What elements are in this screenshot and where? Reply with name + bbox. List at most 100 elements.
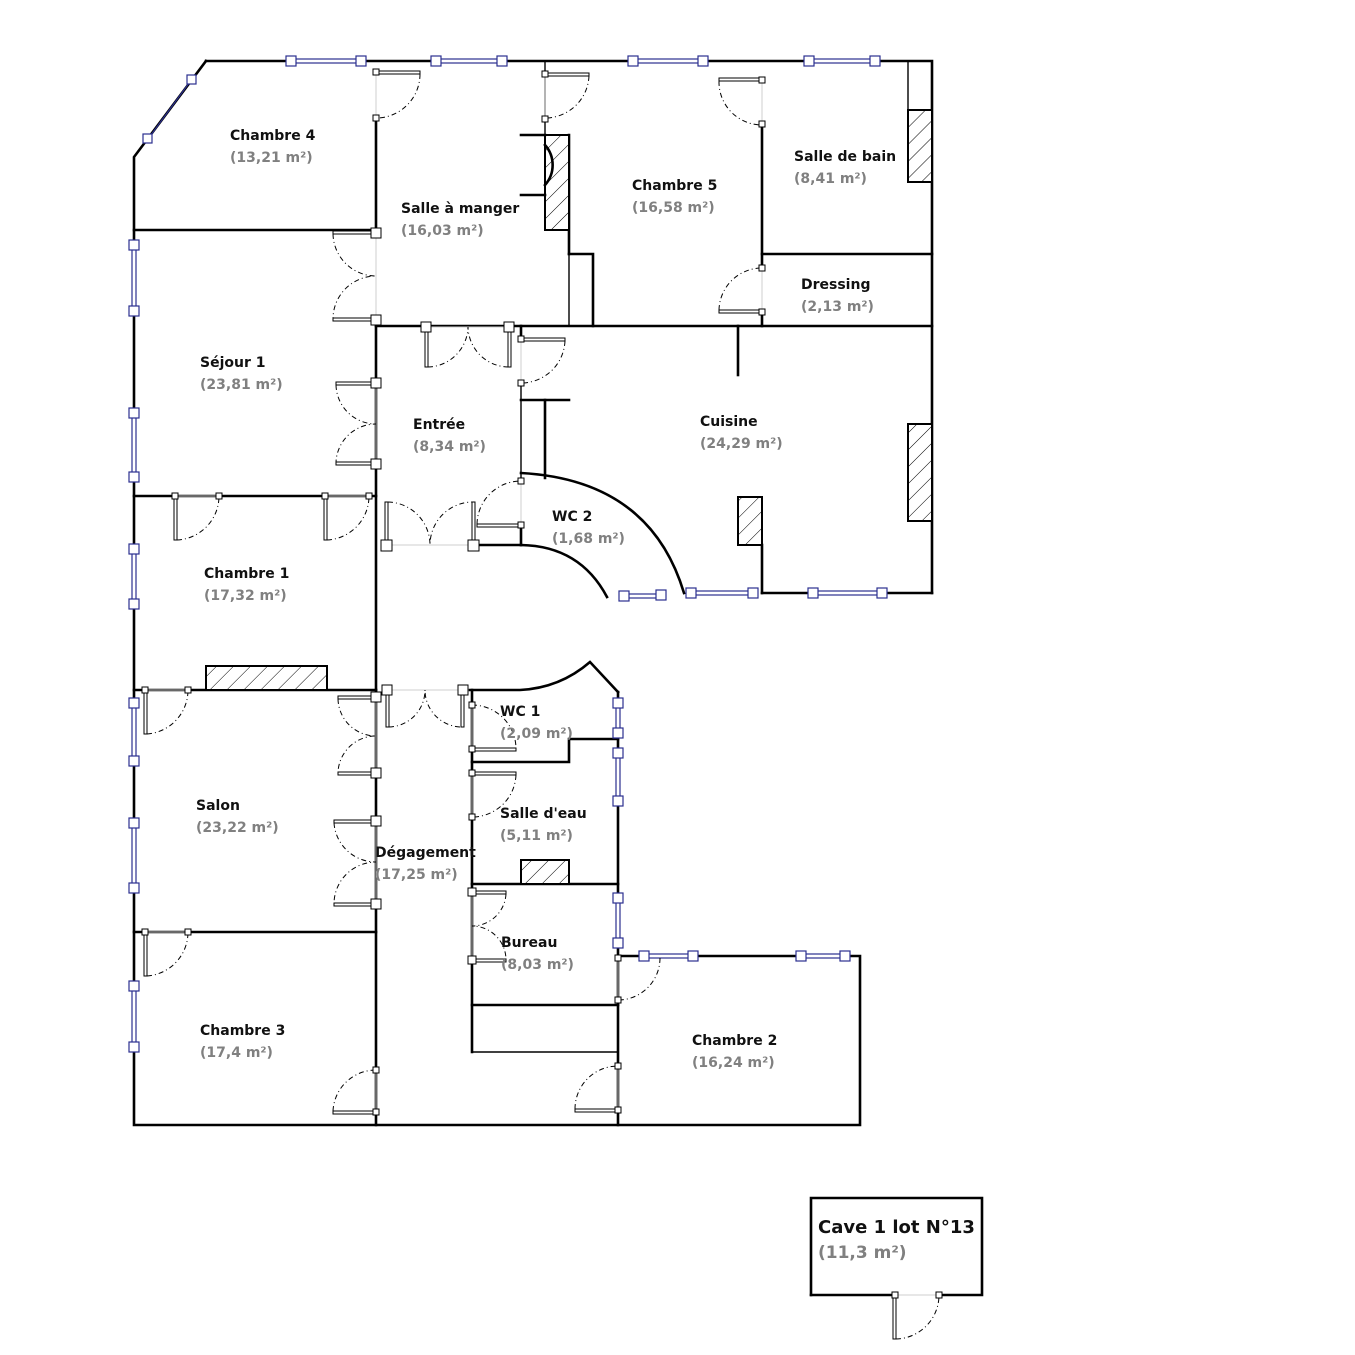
room-name: WC 2 [552, 509, 592, 525]
cave-outline [809, 1196, 984, 1340]
room-chambre-3: Chambre 3 (17,4 m²) [200, 1023, 285, 1061]
room-wc-1: WC 1 (2,09 m²) [500, 704, 573, 742]
room-bureau: Bureau (8,03 m²) [501, 935, 574, 973]
room-name: Chambre 5 [632, 178, 717, 194]
door-chambre-1-a [171, 492, 223, 541]
window-cuisine-1 [685, 587, 759, 599]
room-salle-de-bain: Salle de bain (8,41 m²) [794, 149, 896, 187]
room-name: Cuisine [700, 414, 758, 430]
door-entree-cuisine [517, 335, 566, 387]
room-area: (11,3 m²) [818, 1243, 907, 1263]
door-salle-d-eau [468, 769, 517, 821]
room-area: (2,09 m²) [500, 726, 573, 742]
room-salon: Salon (23,22 m²) [196, 798, 279, 836]
room-area: (17,32 m²) [204, 588, 287, 604]
room-entree: Entrée (8,34 m²) [413, 417, 486, 455]
door-wc-2 [476, 477, 525, 529]
room-area: (8,34 m²) [413, 439, 486, 455]
room-name: Salle de bain [794, 149, 896, 165]
window-left-2 [128, 407, 140, 483]
room-labels: Chambre 4 (13,21 m²) Salle à manger (16,03… [196, 128, 975, 1263]
room-name: Salle d'eau [500, 806, 587, 822]
window-left-6 [128, 980, 140, 1053]
room-area: (24,29 m²) [700, 436, 783, 452]
room-area: (8,41 m²) [794, 171, 867, 187]
room-name: Salon [196, 798, 240, 814]
door-entree-top [420, 321, 515, 368]
room-chambre-2: Chambre 2 (16,24 m²) [692, 1033, 777, 1071]
window-left-1 [128, 239, 140, 317]
room-cuisine: Cuisine (24,29 m²) [700, 414, 783, 452]
room-chambre-1: Chambre 1 (17,32 m²) [204, 566, 289, 604]
room-area: (5,11 m²) [500, 828, 573, 844]
window-left-5 [128, 817, 140, 894]
door-salle-de-bain [718, 76, 766, 128]
room-area: (17,4 m²) [200, 1045, 273, 1061]
room-area: (23,81 m²) [200, 377, 283, 393]
window-top-4 [803, 55, 881, 67]
window-cuisine-2 [807, 587, 888, 599]
room-area: (2,13 m²) [801, 299, 874, 315]
door-chambre-2-top [614, 954, 661, 1004]
door-chambre-1-b [321, 492, 373, 541]
room-area: (13,21 m²) [230, 150, 313, 166]
door-wc-1 [468, 701, 517, 753]
room-name: Chambre 1 [204, 566, 289, 582]
doors[interactable] [141, 68, 766, 1116]
room-sejour-1: Séjour 1 (23,81 m²) [200, 355, 283, 393]
room-cave: Cave 1 lot N°13 (11,3 m²) [818, 1217, 975, 1263]
windows [128, 55, 888, 1053]
room-dressing: Dressing (2,13 m²) [801, 277, 874, 315]
door-salon-degagement-1 [337, 691, 382, 779]
window-chambre-4-angle [142, 74, 197, 144]
room-name: Dressing [801, 277, 870, 293]
window-bureau [612, 892, 624, 949]
room-area: (23,22 m²) [196, 820, 279, 836]
room-area: (16,58 m²) [632, 200, 715, 216]
room-name: Bureau [501, 935, 557, 951]
room-salle-a-manger: Salle à manger (16,03 m²) [401, 201, 519, 239]
window-top-1 [285, 55, 367, 67]
door-degagement-top [381, 684, 469, 728]
window-top-2 [430, 55, 508, 67]
room-wc-2: WC 2 (1,68 m²) [552, 509, 625, 547]
door-sejour-salle-a-manger [332, 227, 382, 326]
door-chambre-2-bottom [574, 1062, 622, 1114]
door-salon-degagement-2 [333, 815, 382, 910]
room-chambre-4: Chambre 4 (13,21 m²) [230, 128, 316, 166]
room-name: Salle à manger [401, 201, 519, 217]
room-chambre-5: Chambre 5 (16,58 m²) [632, 178, 717, 216]
door-salle-a-manger-top [372, 68, 421, 122]
door-cave[interactable] [891, 1291, 943, 1340]
door-dressing [718, 264, 766, 316]
window-salle-d-eau [612, 747, 624, 807]
room-name: Chambre 4 [230, 128, 316, 144]
room-area: (16,03 m²) [401, 223, 484, 239]
room-name: Cave 1 lot N°13 [818, 1217, 975, 1238]
room-name: Chambre 3 [200, 1023, 285, 1039]
room-name: Chambre 2 [692, 1033, 777, 1049]
door-sejour-entree [335, 377, 382, 470]
window-left-3 [128, 543, 140, 610]
hatched-ducts [205, 109, 933, 885]
room-degagement: Dégagement (17,25 m²) [375, 845, 476, 883]
door-chambre-3-right [332, 1066, 380, 1116]
room-area: (17,25 m²) [375, 867, 458, 883]
room-area: (1,68 m²) [552, 531, 625, 547]
window-wc2 [618, 589, 667, 602]
window-top-3 [627, 55, 709, 67]
door-chambre-3-top [141, 928, 192, 977]
door-salon-top [141, 686, 192, 735]
room-area: (16,24 m²) [692, 1055, 775, 1071]
window-wc1 [612, 697, 624, 739]
room-name: Séjour 1 [200, 355, 265, 371]
door-chambre-5-top [541, 70, 590, 123]
room-area: (8,03 m²) [501, 957, 574, 973]
room-name: Dégagement [375, 845, 476, 861]
room-name: Entrée [413, 417, 465, 433]
room-name: WC 1 [500, 704, 540, 720]
window-chambre-2-1 [638, 950, 699, 962]
door-entree-bottom [380, 501, 480, 552]
door-bureau [467, 887, 507, 965]
